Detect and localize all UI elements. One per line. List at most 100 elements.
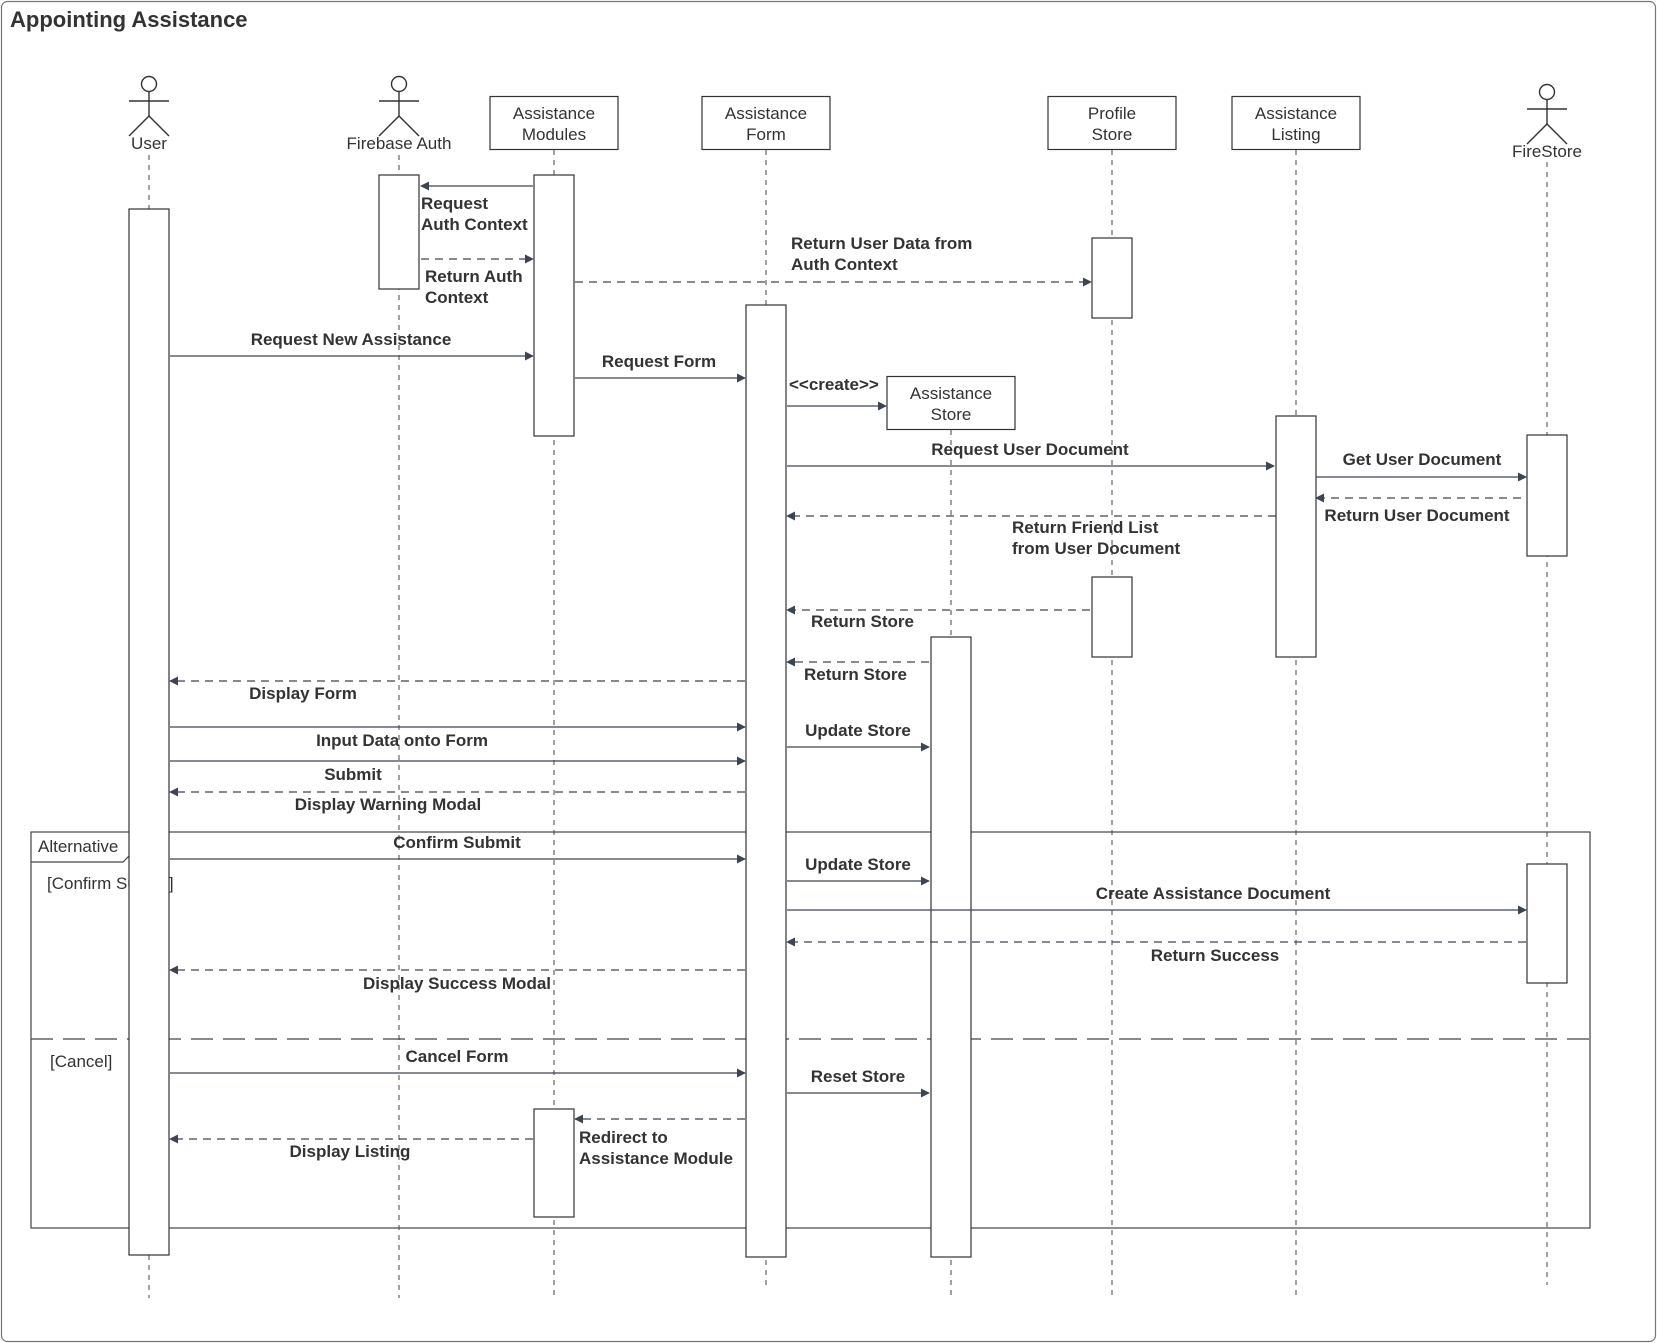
diagram-title: Appointing Assistance (10, 7, 248, 32)
message-label-line: Display Listing (290, 1142, 411, 1161)
activation-bar (533, 1108, 575, 1218)
message-label-line: Request New Assistance (251, 330, 452, 349)
sync-message: Reset Store (787, 1067, 930, 1098)
participant-label-line: Store (931, 405, 972, 424)
message-label-line: <<create>> (789, 375, 879, 394)
participant-label-line: Assistance (1255, 104, 1337, 123)
actor-user: User (128, 75, 170, 153)
create-message: <<create>> (787, 375, 887, 411)
message-label: Return Store (811, 612, 914, 631)
sync-message: Cancel Form (170, 1047, 746, 1078)
message-label-line: Return Store (804, 665, 907, 684)
message-label-line: Reset Store (811, 1067, 905, 1086)
message-label-line: Auth Context (421, 215, 528, 234)
message-label-line: Redirect to (579, 1128, 668, 1147)
sync-message: Update Store (787, 855, 930, 886)
activation-bar (745, 304, 787, 1258)
activation-bar (1526, 434, 1568, 557)
activation-bar (930, 636, 972, 1258)
return-message: Redirect to Assistance Module (574, 1114, 745, 1168)
return-message: Display Form (169, 676, 745, 703)
participant-box (1047, 95, 1177, 151)
actor-stick-figure-icon (378, 75, 420, 137)
activation-bar (533, 174, 575, 437)
message-label-line: Return User Data from (791, 234, 972, 253)
message-label-line: Confirm Submit (393, 833, 521, 852)
message-label: Create Assistance Document (1096, 884, 1331, 903)
return-message: Return Store (786, 605, 1090, 631)
message-label: Update Store (805, 721, 911, 740)
participant-label-line: Modules (522, 125, 586, 144)
message-label: Get User Document (1343, 450, 1502, 469)
actor-label: User (131, 134, 167, 153)
message-label: Display Success Modal (363, 974, 551, 993)
message-label: Confirm Submit (393, 833, 521, 852)
message-label-line: Request Form (602, 352, 716, 371)
sync-message: Submit (170, 756, 746, 784)
return-message: Display Success Modal (169, 965, 745, 993)
message-label: Request User Document (931, 440, 1129, 459)
message-label-line: Cancel Form (406, 1047, 509, 1066)
message-label-line: Request (421, 194, 488, 213)
message-label: Update Store (805, 855, 911, 874)
message-label-line: Request User Document (931, 440, 1129, 459)
message-label: Request Form (602, 352, 716, 371)
sync-message: Get User Document (1316, 450, 1527, 482)
activation-bar (128, 208, 170, 1256)
alt-fragment-frame (30, 831, 1591, 1229)
activation-bar (1526, 863, 1568, 984)
return-message: Display Listing (169, 1134, 533, 1161)
message-label-line: Create Assistance Document (1096, 884, 1331, 903)
participant-label-line: Assistance (513, 104, 595, 123)
message-label: Display Listing (290, 1142, 411, 1161)
sync-message: Input Data onto Form (170, 722, 746, 750)
message-label-line: Display Form (249, 684, 357, 703)
participant-label-line: Store (1092, 125, 1133, 144)
participant-box (886, 375, 1016, 431)
message-label: Reset Store (811, 1067, 905, 1086)
participant-label-line: Form (746, 125, 786, 144)
message-label-line: Assistance Module (579, 1149, 733, 1168)
message-label: Return User Document (1324, 506, 1509, 525)
actor-stick-figure-icon (128, 75, 170, 137)
message-label: Input Data onto Form (316, 731, 488, 750)
message-label-line: Context (425, 288, 489, 307)
message-label-line: Return Success (1151, 946, 1280, 965)
sync-message: Request New Assistance (170, 330, 534, 361)
participant-label-line: Listing (1271, 125, 1320, 144)
return-message: Display Warning Modal (169, 787, 745, 814)
activations-layer (128, 174, 1568, 1258)
participant-label-line: Assistance (725, 104, 807, 123)
sync-message: Request User Document (787, 440, 1275, 471)
alt-operator-label: Alternative (38, 837, 118, 856)
message-label-line: Get User Document (1343, 450, 1502, 469)
message-label-line: Return Friend List (1012, 518, 1159, 537)
return-message: Return Success (786, 937, 1526, 965)
message-label: Redirect to Assistance Module (579, 1128, 733, 1168)
participant-label-line: Assistance (910, 384, 992, 403)
activation-bar (1275, 415, 1317, 658)
guard-condition: [Cancel] (50, 1052, 112, 1071)
message-label: Submit (324, 765, 382, 784)
actor-label: FireStore (1512, 142, 1582, 161)
message-label-line: Display Warning Modal (295, 795, 481, 814)
message-label-line: Return User Document (1324, 506, 1509, 525)
message-label-line: from User Document (1012, 539, 1180, 558)
sync-message: Request Form (575, 352, 746, 383)
return-message: Return Store (786, 657, 929, 684)
